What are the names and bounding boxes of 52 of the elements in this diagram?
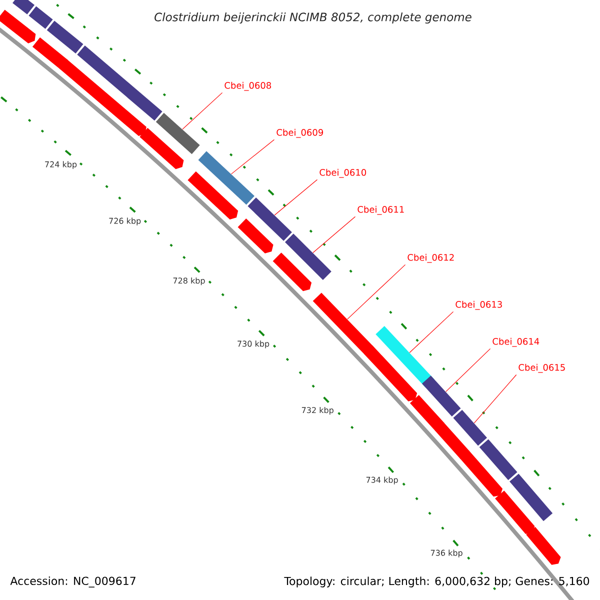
- leader-line: [347, 264, 406, 320]
- scale-label: 724 kbp: [45, 161, 77, 169]
- gene-bar: [479, 439, 518, 480]
- gene-bar: [248, 197, 292, 241]
- scale-label: 730 kbp: [238, 340, 270, 348]
- scale-label: 726 kbp: [109, 218, 141, 226]
- gene-bar: [198, 151, 254, 205]
- gene-block: [32, 37, 68, 70]
- gene-bar: [77, 46, 162, 121]
- gene-label: Cbei_0615: [518, 364, 565, 373]
- gene-block: [59, 60, 146, 136]
- gene-label: Cbei_0608: [224, 82, 272, 91]
- gene-block: [0, 10, 36, 44]
- gene-block: [272, 252, 312, 292]
- gene-block: [364, 346, 418, 402]
- gene-label: Cbei_0614: [492, 338, 540, 347]
- leader-line: [409, 311, 454, 353]
- gene-bar: [422, 376, 461, 416]
- gene-block: [140, 128, 184, 170]
- scale-label: 732 kbp: [302, 406, 334, 415]
- gene-bar: [453, 410, 487, 446]
- gene-block: [312, 292, 373, 354]
- gene-block: [460, 450, 503, 497]
- gene-block: [435, 422, 470, 459]
- gene-block: [410, 395, 444, 431]
- gene-block: [526, 526, 561, 565]
- leader-line: [474, 374, 517, 424]
- gene-bar: [510, 474, 553, 522]
- gene-label: Cbei_0610: [320, 168, 366, 178]
- gene-label: Cbei_0612: [408, 254, 454, 263]
- gene-label: Cbei_0613: [456, 300, 502, 310]
- gene-bar: [12, 0, 35, 14]
- leader-line: [446, 348, 491, 392]
- leader-line: [182, 92, 223, 130]
- gene-label: Cbei_0609: [276, 128, 323, 138]
- scale-label: 736 kbp: [430, 550, 462, 558]
- scale-label: 728 kbp: [173, 277, 205, 286]
- scale-label: 734 kbp: [366, 476, 398, 484]
- footer-text: Accession: NC_009617: [10, 576, 136, 588]
- gene-block: [188, 171, 238, 220]
- gene-label: Cbei_0611: [358, 206, 404, 215]
- leader-line: [274, 179, 318, 216]
- gene-bar: [46, 20, 84, 54]
- gene-block: [238, 218, 274, 254]
- gene-bar: [284, 234, 332, 280]
- gene-bar: [28, 6, 53, 29]
- leader-line: [312, 216, 356, 254]
- leader-line: [230, 139, 275, 174]
- gene-bar: [156, 112, 200, 154]
- footer-text: Topology: circular; Length: 6,000,632 bp; Genes: 5,160: [284, 576, 590, 588]
- title: Clostridium beijerinckii NCIMB 8052, complete genome: [154, 12, 472, 24]
- gene-block: [495, 490, 535, 534]
